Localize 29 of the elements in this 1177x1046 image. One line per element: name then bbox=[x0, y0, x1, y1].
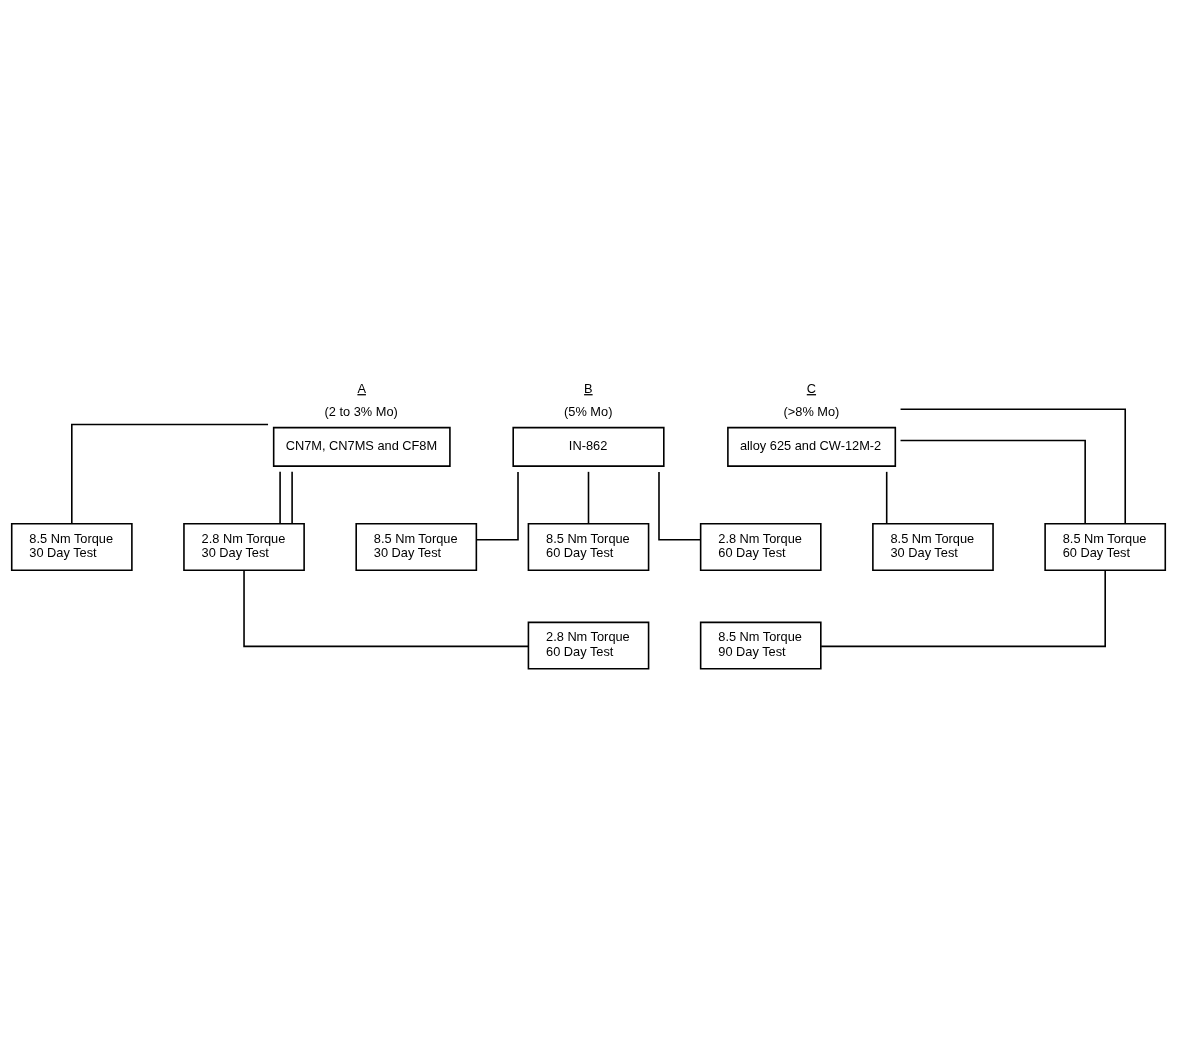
connector bbox=[291, 471, 293, 525]
node-box: 8.5 Nm Torque 30 Day Test bbox=[355, 523, 478, 572]
node-box: 8.5 Nm Torque 60 Day Test bbox=[1044, 523, 1167, 572]
node-box: 8.5 Nm Torque 60 Day Test bbox=[527, 523, 650, 572]
node-label: (2 to 3% Mo) bbox=[324, 404, 398, 420]
node-box: 2.8 Nm Torque 30 Day Test bbox=[183, 523, 305, 572]
connector bbox=[587, 471, 590, 525]
node-label: C bbox=[806, 381, 817, 397]
node-label: (>8% Mo) bbox=[783, 404, 840, 420]
connector bbox=[899, 439, 1086, 525]
node-label: A bbox=[357, 381, 366, 397]
node-box: 2.8 Nm Torque 60 Day Test bbox=[527, 621, 650, 670]
node-box: 8.5 Nm Torque 90 Day Test bbox=[699, 621, 822, 670]
node-box: CN7M, CN7MS and CF8M bbox=[272, 426, 451, 467]
connector bbox=[885, 471, 888, 525]
node-box: alloy 625 and CW-12M-2 bbox=[727, 426, 897, 467]
connector bbox=[243, 569, 529, 648]
node-box: 2.8 Nm Torque 60 Day Test bbox=[699, 523, 822, 572]
connector bbox=[658, 471, 702, 541]
connector bbox=[899, 408, 1126, 525]
node-box: 8.5 Nm Torque 30 Day Test bbox=[10, 523, 133, 572]
connector bbox=[279, 471, 281, 525]
node-box: 8.5 Nm Torque 30 Day Test bbox=[872, 523, 994, 572]
connector bbox=[71, 423, 269, 525]
connector bbox=[475, 471, 519, 541]
node-box: IN-862 bbox=[512, 426, 665, 467]
node-label: (5% Mo) bbox=[564, 404, 613, 420]
node-label: B bbox=[584, 381, 593, 397]
connector bbox=[820, 569, 1106, 648]
